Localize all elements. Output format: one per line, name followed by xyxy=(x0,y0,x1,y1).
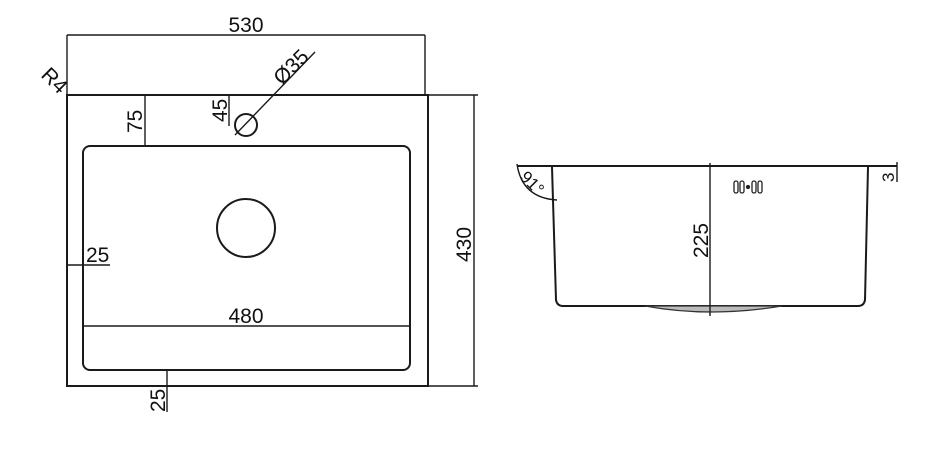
side-view: 225 91° 3 xyxy=(516,162,898,316)
bowl-outline xyxy=(82,145,411,371)
angle-arc xyxy=(516,163,558,201)
rim-thickness-label: 3 xyxy=(879,173,898,182)
tap-hole xyxy=(234,113,258,137)
drain-hole xyxy=(216,198,276,258)
top-view: 530 R4 Ø35 75 45 25 480 25 430 xyxy=(36,14,478,412)
bowl-width-label: 480 xyxy=(228,305,263,328)
depth-label: 430 xyxy=(453,227,476,262)
tap-hole-offset-label: 45 xyxy=(209,99,232,122)
drain-fitting xyxy=(644,305,783,313)
width-label: 530 xyxy=(228,14,263,37)
bowl-depth-label: 225 xyxy=(690,223,713,258)
tap-hole-diameter-label: Ø35 xyxy=(269,45,313,89)
side-margin-label: 25 xyxy=(86,244,109,267)
sink-outline xyxy=(66,94,429,387)
overflow-slot-icon xyxy=(733,180,763,194)
tap-hole-leader xyxy=(234,51,316,136)
bottom-margin-label: 25 xyxy=(147,389,170,412)
wall-angle-label: 91° xyxy=(516,167,548,199)
bowl-offset-label: 75 xyxy=(124,110,147,133)
